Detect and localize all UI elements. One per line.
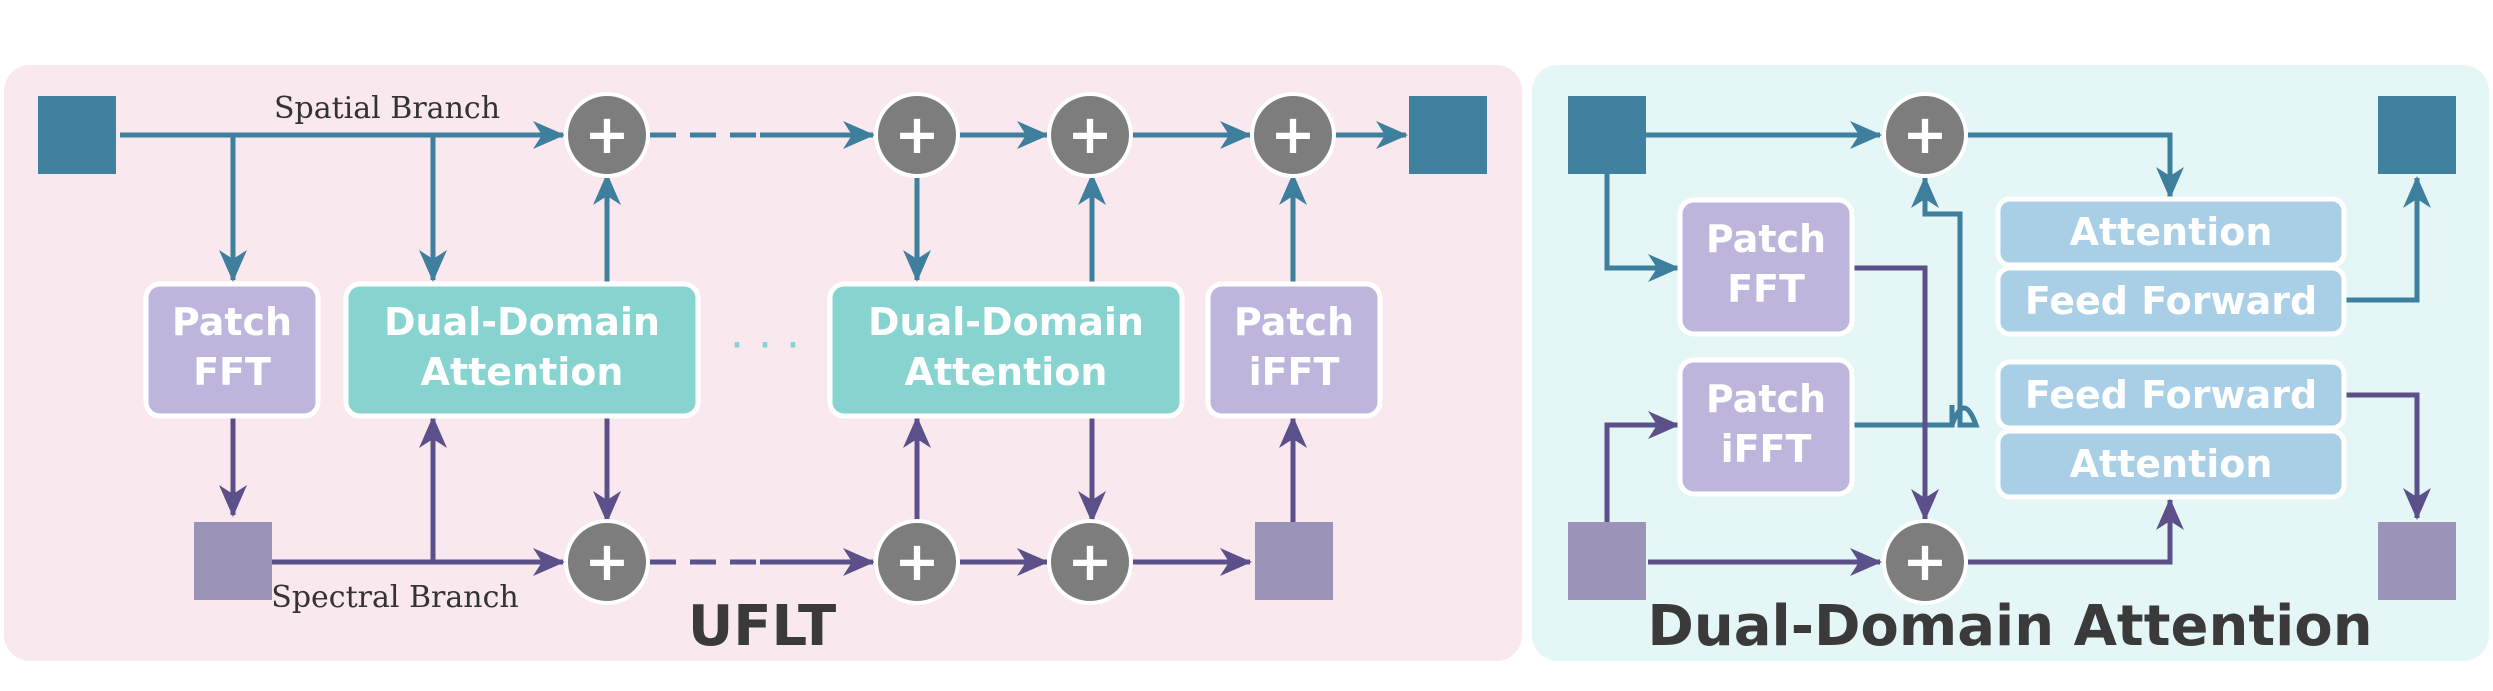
uflt-patch-fft-line1: Patch	[172, 300, 292, 344]
uflt-patch-ifft-line2: iFFT	[1249, 350, 1340, 394]
plus-icon: +	[1067, 530, 1112, 593]
dda-patch-ifft-line1: Patch	[1706, 377, 1826, 421]
spectral-branch-label: Spectral Branch	[271, 580, 518, 615]
uflt-dda1-line2: Attention	[421, 350, 624, 394]
dda-ff-to-output	[2344, 176, 2431, 303]
plus-icon: +	[1270, 103, 1315, 166]
uflt-ellipsis: · · ·	[730, 320, 800, 371]
dda-spectral-lines	[1604, 265, 2431, 576]
dda-spectral-to-patch-ifft	[1604, 411, 1680, 522]
dda-patch-fft-block: Patch FFT	[1677, 197, 1855, 337]
dda-patch-fft-line1: Patch	[1706, 217, 1826, 261]
dda-patch-fft-line2: FFT	[1727, 267, 1805, 311]
uflt-panel: Patch FFT Dual-Domain Attention · · · Du…	[4, 65, 1522, 661]
uflt-adder-3: +	[1047, 92, 1133, 178]
uflt-background	[4, 65, 1522, 661]
dda-spectral-input-square	[1568, 522, 1646, 600]
uflt-patch-ifft-line1: Patch	[1234, 300, 1354, 344]
dda-attention-bottom-block: Attention	[1995, 428, 2347, 500]
dda-adder-top: +	[1882, 92, 1968, 178]
uflt-adder-2: +	[874, 92, 960, 178]
plus-icon: +	[584, 103, 629, 166]
uflt-spectral-lines	[219, 416, 1307, 576]
plus-icon: +	[1067, 103, 1112, 166]
uflt-adder-7: +	[1047, 519, 1133, 605]
dda-input-to-patch-fft	[1604, 174, 1680, 282]
dda-ff-top-block: Feed Forward	[1995, 265, 2347, 337]
dda-ff-bottom-block: Feed Forward	[1995, 359, 2347, 431]
uflt-adder-5: +	[564, 519, 650, 605]
uflt-dda2-line1: Dual-Domain	[868, 300, 1144, 344]
uflt-dda1-block: Dual-Domain Attention	[343, 281, 701, 419]
spatial-branch-label: Spatial Branch	[274, 91, 500, 126]
plus-icon: +	[1902, 530, 1947, 593]
uflt-spectral-output-square	[1255, 522, 1333, 600]
uflt-dda1-line1: Dual-Domain	[384, 300, 660, 344]
dda-ff-to-spectral-out	[2344, 392, 2431, 520]
dda-spectral-output-square	[2378, 522, 2456, 600]
uflt-patch-ifft-block: Patch iFFT	[1205, 281, 1383, 419]
dda-attention-top-label: Attention	[2070, 210, 2273, 254]
uflt-adder-1: +	[564, 92, 650, 178]
dda-ff-top-label: Feed Forward	[2025, 279, 2317, 323]
dda-patch-ifft-to-adder-top	[1911, 176, 1976, 428]
uflt-patch-fft-block: Patch FFT	[143, 281, 321, 419]
uflt-patch-fft-line2: FFT	[193, 350, 271, 394]
plus-icon: +	[1902, 103, 1947, 166]
uflt-spectral-input-square	[194, 522, 272, 600]
uflt-spatial-lines	[120, 121, 1408, 282]
dda-adder-to-attention-bottom	[1968, 498, 2184, 565]
dda-attention-top-block: Attention	[1995, 196, 2347, 268]
dda-attention-bottom-label: Attention	[2070, 442, 2273, 486]
uflt-adder-6: +	[874, 519, 960, 605]
dda-spatial-input-square	[1568, 96, 1646, 174]
plus-icon: +	[894, 103, 939, 166]
plus-icon: +	[894, 530, 939, 593]
dda-patch-fft-to-adder-bottom	[1852, 265, 1939, 521]
dda-panel: Patch FFT Patch iFFT Attention Feed Forw…	[1532, 65, 2489, 661]
uflt-spatial-input-square	[38, 96, 116, 174]
uflt-dda2-block: Dual-Domain Attention	[827, 281, 1185, 419]
dda-spatial-output-square	[2378, 96, 2456, 174]
dda-adder-to-attention	[1968, 132, 2184, 199]
dda-title: Dual-Domain Attention	[1647, 594, 2372, 659]
dda-ff-bottom-label: Feed Forward	[2025, 373, 2317, 417]
dda-patch-ifft-block: Patch iFFT	[1677, 357, 1855, 497]
plus-icon: +	[584, 530, 629, 593]
uflt-adder-4: +	[1250, 92, 1336, 178]
uflt-spatial-output-square	[1409, 96, 1487, 174]
dda-spatial-lines	[1604, 121, 2431, 428]
uflt-dda2-line2: Attention	[905, 350, 1108, 394]
uflt-title: UFLT	[688, 594, 836, 659]
dda-patch-ifft-line2: iFFT	[1721, 427, 1812, 471]
dda-adder-bottom: +	[1882, 519, 1968, 605]
